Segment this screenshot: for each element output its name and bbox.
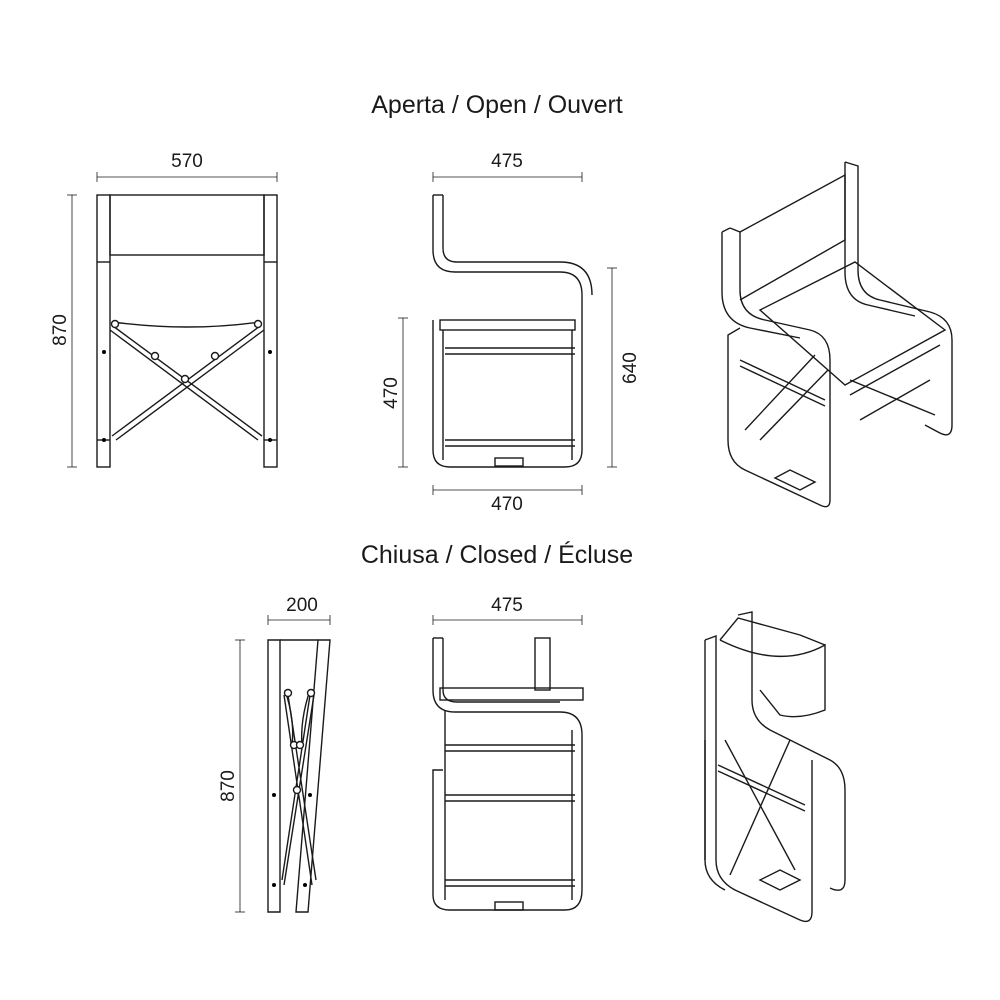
dim-closed-depth: 475 xyxy=(491,595,523,616)
dim-closed-height: 870 xyxy=(218,770,239,802)
dim-front-width: 570 xyxy=(171,151,203,172)
dim-seat-height: 470 xyxy=(381,377,402,409)
dim-base-depth: 470 xyxy=(491,494,523,515)
title-closed: Chiusa / Closed / Écluse xyxy=(361,540,633,569)
open-front-view: 570 870 xyxy=(50,151,278,468)
open-side-view: 475 640 470 470 xyxy=(381,151,641,515)
dim-arm-height: 640 xyxy=(620,352,641,384)
closed-side-view: 200 870 xyxy=(218,595,331,913)
dim-front-height: 870 xyxy=(50,314,71,346)
closed-front-view: 475 xyxy=(432,595,584,911)
open-isometric-view xyxy=(721,161,953,508)
closed-isometric-view xyxy=(704,611,846,923)
dim-closed-width: 200 xyxy=(286,595,318,616)
dim-side-depth: 475 xyxy=(491,151,523,172)
title-open: Aperta / Open / Ouvert xyxy=(371,91,623,119)
